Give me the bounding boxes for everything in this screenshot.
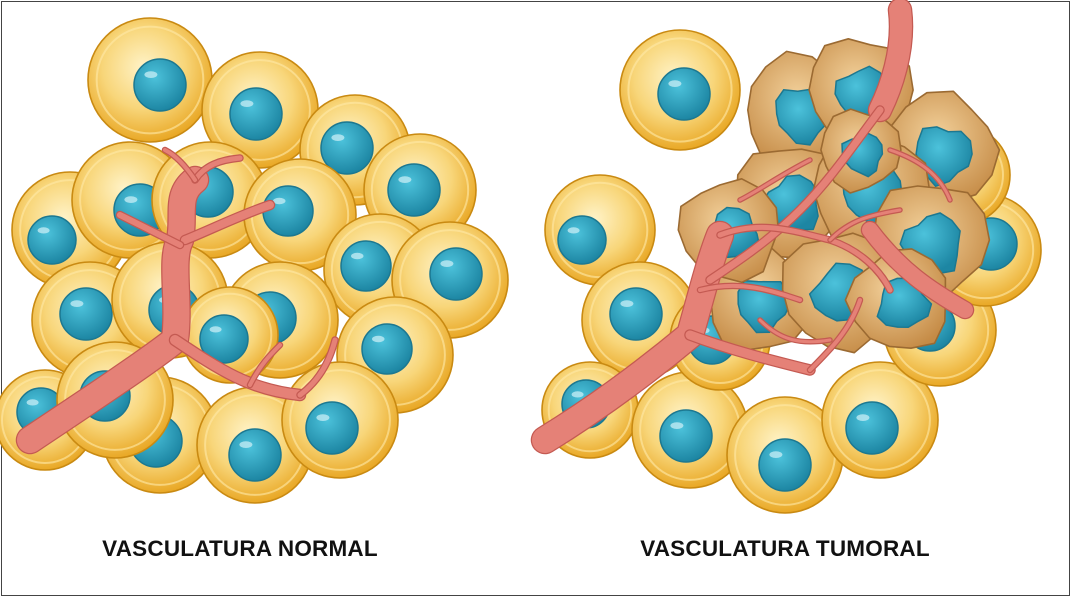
- nucleus: [657, 67, 711, 121]
- nucleus: [758, 438, 812, 492]
- nucleus: [320, 121, 374, 175]
- nucleus: [133, 58, 187, 112]
- normal-cell: [363, 133, 477, 247]
- tumor-vasculature-caption: VASCULATURA TUMORAL: [640, 536, 930, 561]
- nucleus: [27, 215, 77, 265]
- nucleus: [429, 247, 483, 301]
- normal-vasculature-caption: VASCULATURA NORMAL: [102, 536, 378, 561]
- nucleus: [305, 401, 359, 455]
- normal-cell: [619, 29, 741, 151]
- normal-cell: [281, 361, 399, 479]
- normal-cell: [201, 51, 319, 169]
- normal-cell: [87, 17, 213, 143]
- normal-cell: [544, 174, 656, 286]
- nucleus: [199, 314, 249, 364]
- tumor-blood-vessel: [530, 0, 975, 455]
- nucleus: [659, 409, 713, 463]
- nucleus: [609, 287, 663, 341]
- tumor-vasculature-panel: [530, 0, 1042, 514]
- normal-cell-cluster: [0, 17, 509, 504]
- nucleus: [387, 163, 441, 217]
- nucleus: [262, 185, 314, 237]
- nucleus: [59, 287, 113, 341]
- nucleus: [340, 240, 392, 292]
- nucleus: [361, 323, 413, 375]
- normal-blood-vessel: [15, 146, 339, 455]
- normal-cell: [631, 371, 749, 489]
- nucleus: [228, 428, 282, 482]
- nucleus: [845, 401, 899, 455]
- normal-cell: [243, 158, 357, 272]
- nucleus: [229, 87, 283, 141]
- normal-cell: [821, 361, 939, 479]
- nucleus: [557, 215, 607, 265]
- normal-vasculature-panel: [0, 17, 509, 504]
- normal-cell: [726, 396, 844, 514]
